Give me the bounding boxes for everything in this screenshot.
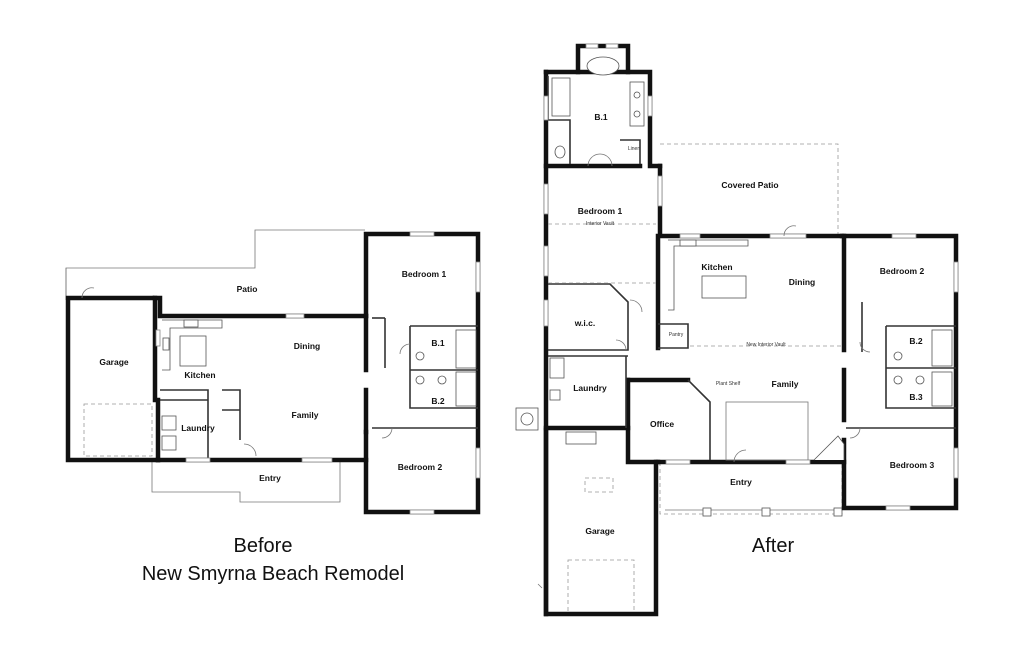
after-linen-label: Linen [628,146,640,152]
before-laundry-label: Laundry [181,423,215,433]
caption-after: After [752,535,795,557]
after-kitchen-label: Kitchen [701,262,732,272]
after-pantry-label: Pantry [669,332,684,338]
after-laundry-label: Laundry [573,383,607,393]
after-bedroom3-label: Bedroom 3 [890,460,935,470]
after-bath1-label: B.1 [594,112,608,122]
after-new-interior-vault-label: New Interior Vault [746,342,786,348]
after-bedroom2-label: Bedroom 2 [880,266,925,276]
after-bedroom1-label: Bedroom 1 [578,206,623,216]
before-bedroom2-label: Bedroom 2 [398,462,443,472]
before-kitchen-label: Kitchen [184,370,215,380]
after-covered-patio-label: Covered Patio [721,180,778,190]
before-family-label: Family [292,410,319,420]
after-plan [515,43,959,617]
after-interior-vault-label: Interior Vault [586,221,615,227]
before-bedroom1-label: Bedroom 1 [402,269,447,279]
after-garage-label: Garage [585,526,615,536]
before-plan [65,229,481,515]
after-wic-label: w.i.c. [574,318,595,328]
before-patio-label: Patio [237,284,258,294]
caption-before: Before [234,535,293,557]
after-bath3-label: B.3 [909,392,923,402]
after-office-label: Office [650,419,674,429]
before-entry-label: Entry [259,473,281,483]
after-entry-label: Entry [730,477,752,487]
after-bath2-label: B.2 [909,336,923,346]
after-dining-label: Dining [789,277,815,287]
after-plant-shelf-label: Plant Shelf [716,381,741,387]
before-bath1-label: B.1 [431,338,445,348]
before-garage-label: Garage [99,357,129,367]
before-bath2-label: B.2 [431,396,445,406]
caption-project: New Smyrna Beach Remodel [142,563,404,585]
before-dining-label: Dining [294,341,320,351]
after-family-label: Family [772,379,799,389]
